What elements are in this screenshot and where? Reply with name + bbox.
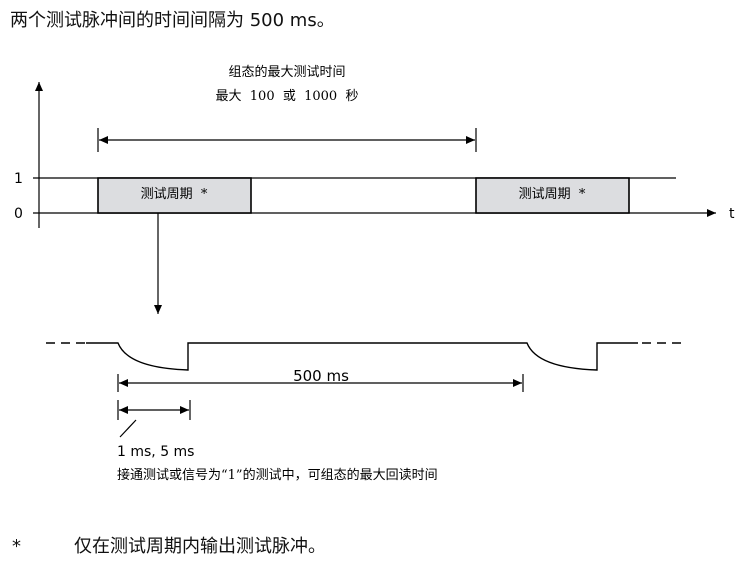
- test-period-label-2: 测试周期 *: [519, 187, 586, 202]
- heading: 两个测试脉冲间的时间间隔为 500 ms。: [10, 10, 335, 31]
- readback-note: 接通测试或信号为“1”的测试中，可组态的最大回读时间: [117, 467, 438, 483]
- test-period-label-1: 测试周期 *: [141, 187, 208, 202]
- footnote: * 仅在测试周期内输出测试脉冲。: [12, 532, 326, 558]
- pulse-width-leader: [119, 419, 137, 438]
- max-time-range: 最大 100 或 1000 秒: [216, 89, 359, 104]
- time-axis-label: t: [729, 206, 735, 222]
- level-1-label: 1: [14, 171, 23, 187]
- test-period-box-1: [97, 177, 252, 214]
- pulse-width-label: 1 ms, 5 ms: [117, 444, 194, 460]
- test-period-box-2: [475, 177, 630, 214]
- pulse-waveform: [86, 342, 638, 371]
- max-time-title: 组态的最大测试时间: [228, 64, 345, 80]
- interval-label: 500 ms: [293, 367, 349, 385]
- footnote-marker: *: [12, 536, 21, 557]
- level-0-label: 0: [14, 206, 23, 222]
- footnote-text: 仅在测试周期内输出测试脉冲。: [74, 536, 326, 557]
